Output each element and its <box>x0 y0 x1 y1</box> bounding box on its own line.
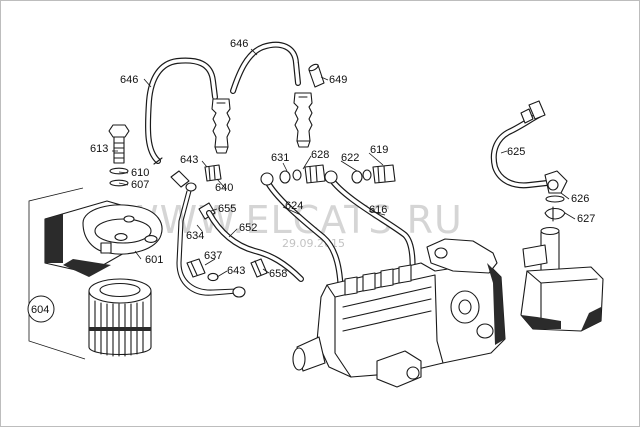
callout-652: 652 <box>239 222 257 234</box>
callout-619: 619 <box>370 144 388 156</box>
callout-604-text: 604 <box>31 304 49 316</box>
callout-646-left: 646 <box>120 74 138 86</box>
callout-658: 658 <box>269 268 287 280</box>
fuel-filter-cartridge <box>88 278 152 357</box>
injector-right <box>293 92 313 148</box>
banjo-bolt <box>108 124 130 164</box>
leak-off-hose-left <box>145 57 218 165</box>
callout-628: 628 <box>311 149 329 161</box>
group-bracket <box>28 187 86 360</box>
callout-646-right: 646 <box>230 38 248 50</box>
callout-649: 649 <box>329 74 347 86</box>
fuel-line-652 <box>206 210 304 282</box>
injection-pump <box>292 238 506 388</box>
banjo-fitting-626 <box>544 170 568 203</box>
washer-set-622 <box>351 164 396 184</box>
callout-643-lower: 643 <box>227 265 245 277</box>
callout-622: 622 <box>341 152 359 164</box>
callout-640: 640 <box>215 182 233 194</box>
callout-624: 624 <box>285 200 303 212</box>
union-fitting-lower <box>186 258 268 282</box>
callout-626: 626 <box>571 193 589 205</box>
fuel-line-625 <box>490 100 550 189</box>
callout-637: 637 <box>204 250 222 262</box>
callout-625: 625 <box>507 146 525 158</box>
washer-set-631 <box>279 164 326 184</box>
callout-655: 655 <box>218 203 236 215</box>
leak-off-hose-right <box>230 41 301 94</box>
callout-601: 601 <box>145 254 163 266</box>
injector-left <box>211 98 231 154</box>
callout-607: 607 <box>131 179 149 191</box>
callout-604: 604 <box>27 295 55 323</box>
filter-head <box>82 204 163 255</box>
hand-primer-pump <box>520 226 604 332</box>
callout-labels: 646 646 649 613 610 607 643 640 655 634 … <box>90 38 595 280</box>
callout-627: 627 <box>577 213 595 225</box>
union-fitting-upper <box>170 164 222 192</box>
sleeve-part <box>308 63 325 88</box>
fuel-line-634 <box>176 190 246 298</box>
watermark-date: 29.09.2015 <box>282 237 345 250</box>
callout-634: 634 <box>186 230 204 242</box>
callout-616: 616 <box>369 204 387 216</box>
callout-643-upper: 643 <box>180 154 198 166</box>
callout-613: 613 <box>90 143 108 155</box>
leader-lines <box>112 48 576 278</box>
callout-610: 610 <box>131 167 149 179</box>
clamp-627 <box>544 206 566 222</box>
callout-631: 631 <box>271 152 289 164</box>
